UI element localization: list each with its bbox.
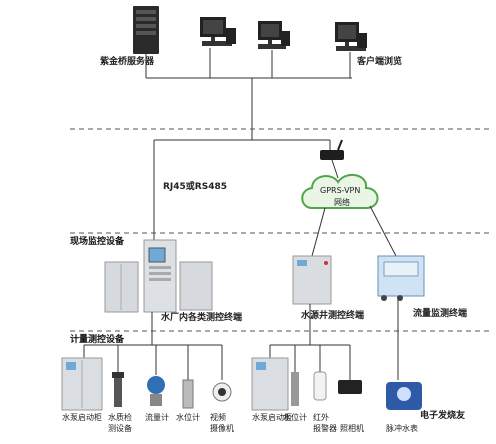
well-terminal-cabinet <box>292 255 332 305</box>
level-meter-icon <box>182 379 194 409</box>
label-quality-1: 水质检 <box>108 412 132 422</box>
pump-cabinet-2 <box>251 357 289 411</box>
water-quality-sensor-icon <box>112 372 124 407</box>
label-flowmeter: 流量计 <box>145 412 169 422</box>
label-camera-1: 视频 <box>210 412 226 422</box>
camera-2-icon <box>338 380 362 394</box>
client-pc-3-icon <box>335 22 367 51</box>
label-alarm-1: 红外 <box>313 412 329 422</box>
metering-section-label: 计量测控设备 <box>70 333 125 345</box>
plant-cabinet-center <box>143 239 177 313</box>
server-icon <box>133 6 159 54</box>
router-icon <box>320 139 344 160</box>
level-meter-2-icon <box>291 372 299 406</box>
flow-terminal-box <box>377 255 425 301</box>
plant-cabinet-left <box>104 261 139 313</box>
gprs-label-line2: 网络 <box>334 197 350 207</box>
field-section-label: 现场监控设备 <box>70 235 125 247</box>
label-alarm-2: 报警器 <box>313 423 337 433</box>
label-quality-2: 测设备 <box>108 423 132 433</box>
core-links <box>153 139 339 243</box>
pulse-water-meter-icon <box>386 382 422 410</box>
camera-icon <box>212 382 232 402</box>
top-bus <box>145 48 352 140</box>
label-level-2: 水位计 <box>283 412 307 422</box>
plant-terminal-label: 水厂内各类测控终端 <box>161 311 242 323</box>
infrared-alarm-icon <box>313 371 327 401</box>
pump-cabinet-1 <box>61 357 103 411</box>
rj45-label: RJ45或RS485 <box>163 180 227 192</box>
client-pc-2-icon <box>258 21 290 49</box>
label-pump-cabinet-2: 水泵启动柜 <box>252 412 292 422</box>
gprs-label-line1: GPRS-VPN <box>320 186 360 195</box>
label-lamp: 照相机 <box>340 423 364 433</box>
flow-terminal-label: 流量监测终端 <box>413 307 467 319</box>
label-camera-2: 摄像机 <box>210 423 234 433</box>
label-level: 水位计 <box>176 412 200 422</box>
cloud-links <box>311 205 397 257</box>
lower-bus <box>83 296 399 380</box>
plant-cabinet-right <box>179 261 213 311</box>
client-label: 客户端浏览 <box>356 55 402 67</box>
watermark-text: 电子发烧友 <box>420 409 465 421</box>
client-pc-1-icon <box>200 17 236 46</box>
well-terminal-label: 水源井测控终端 <box>301 309 364 321</box>
label-pulse-meter: 脉冲水表 <box>386 423 418 433</box>
server-label: 紫金桥服务器 <box>100 55 155 67</box>
gprs-cloud-icon <box>301 173 379 209</box>
label-pump-cabinet: 水泵启动柜 <box>62 412 102 422</box>
flowmeter-icon <box>147 376 165 406</box>
